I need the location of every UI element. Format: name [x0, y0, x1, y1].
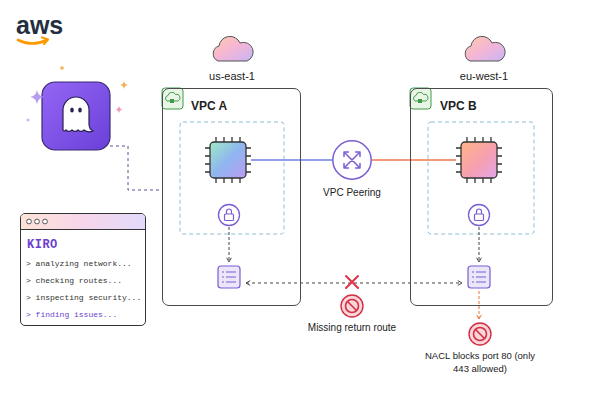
peering-node: VPC Peering	[332, 140, 372, 180]
terminal-line: > checking routes...	[26, 276, 122, 285]
vpc-box: VPC A	[162, 88, 301, 306]
blocked-icon	[469, 323, 491, 345]
vpc-name: VPC B	[440, 99, 477, 113]
sparkle	[27, 66, 129, 121]
security-group-lock	[475, 214, 484, 221]
subnet-outline	[180, 122, 284, 234]
security-group-lock	[477, 209, 482, 214]
route-table	[468, 266, 490, 288]
window-dots	[21, 214, 61, 229]
terminal-line: > finding issues...	[26, 310, 117, 319]
blocked-icon	[341, 295, 363, 317]
security-group-lock	[227, 209, 232, 214]
blocked-icon	[346, 300, 359, 313]
window-dot	[35, 219, 40, 224]
vpc-badge	[410, 88, 431, 109]
instance-chip	[205, 137, 251, 183]
blocked-icon	[469, 323, 491, 345]
security-group-lock	[469, 205, 490, 226]
sparkle	[27, 119, 30, 122]
vpc-badge	[162, 88, 183, 109]
route-table	[218, 266, 240, 288]
error-cross	[346, 276, 358, 288]
window-dot	[27, 219, 32, 224]
kiro-ghost-icon	[70, 107, 74, 112]
sparkle	[116, 106, 122, 113]
peering-circle	[333, 141, 371, 179]
security-group-lock	[219, 205, 240, 226]
agent-link	[110, 146, 162, 190]
issue-note: Missing return route	[282, 321, 422, 335]
blocked-icon	[348, 302, 357, 311]
blocked-icon	[474, 328, 487, 341]
vpc-box: VPC B	[410, 88, 553, 306]
peering-wire	[251, 159, 301, 161]
security-group-lock	[219, 205, 240, 226]
flow-arrow	[229, 227, 230, 262]
brand-logo: aws	[16, 8, 76, 42]
instance-chip	[461, 142, 497, 178]
region-name: eu-west-1	[444, 69, 524, 84]
peering-circle	[332, 140, 372, 180]
window-dot	[43, 219, 48, 224]
security-group-lock	[225, 214, 234, 221]
instance-chip	[456, 137, 502, 183]
vpc-badge	[418, 99, 422, 103]
instance-chip	[210, 142, 246, 178]
sparkle	[30, 90, 44, 104]
kiro-ghost-icon	[78, 107, 82, 112]
peering-connector	[372, 159, 410, 161]
instance-chip	[456, 137, 502, 183]
region-name: us-east-1	[192, 69, 272, 84]
kiro-ghost-icon	[42, 82, 110, 150]
peering-label: VPC Peering	[302, 187, 402, 198]
sparkle	[60, 66, 64, 70]
vpc-name: VPC A	[191, 99, 227, 113]
error-cross	[346, 276, 358, 288]
region-cloud	[213, 36, 253, 61]
terminal-title: KIRO	[27, 238, 58, 252]
vpc-badge	[410, 88, 431, 109]
instance-chip	[205, 137, 251, 183]
terminal-line: > inspecting security...	[26, 293, 141, 302]
blocked-icon	[341, 295, 363, 317]
region-cloud	[465, 36, 505, 61]
security-group-lock	[469, 205, 490, 226]
aws-logo-smile	[18, 40, 47, 44]
route-table	[468, 266, 490, 288]
nacl-arrow	[479, 291, 480, 319]
peering-connector	[301, 159, 332, 161]
terminal-line: > analyzing network...	[26, 259, 132, 268]
route-table	[222, 272, 236, 282]
terminal-window: KIRO > analyzing network... > checking rou…	[20, 213, 146, 326]
issue-note: NACL blocks port 80 (only 443 allowed)	[425, 349, 535, 375]
peering-wire	[410, 159, 456, 161]
subnet-outline	[428, 122, 534, 234]
region-cloud	[213, 36, 253, 61]
sparkle	[120, 81, 128, 89]
peering-icon	[344, 152, 360, 168]
route-table	[218, 266, 240, 288]
vpc-badge	[170, 99, 174, 103]
region-cloud	[465, 36, 505, 61]
blocked-icon	[476, 330, 485, 339]
vpc-badge	[162, 88, 183, 109]
kiro-ghost-icon	[63, 97, 93, 132]
kiro-ghost-icon	[42, 82, 110, 150]
flow-arrow	[479, 227, 480, 262]
route-table	[472, 272, 486, 282]
terminal-title-bar	[21, 214, 145, 230]
